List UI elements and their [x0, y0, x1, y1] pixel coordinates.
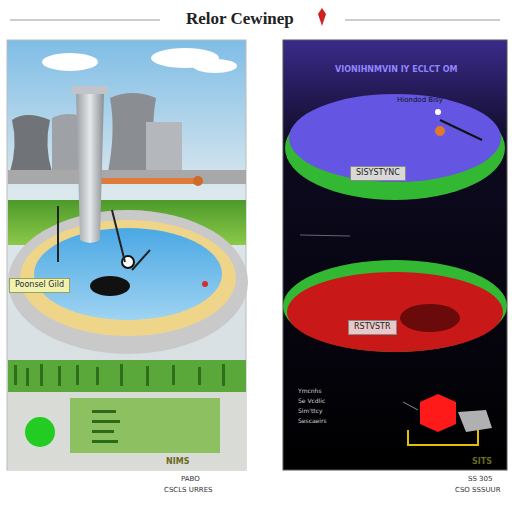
text-label: VIONIHNMVIN IY ECLCT OM: [335, 66, 458, 75]
box-text: SISYSTYNC: [356, 169, 400, 178]
text-label: CSCLS URRES: [164, 487, 213, 495]
text-label: Hiondod Bisy: [397, 97, 443, 105]
diagram-title: Relor Cewinep: [186, 10, 294, 29]
text-label: Se Vcdlic: [298, 398, 325, 405]
text-label: NIMS: [166, 458, 189, 467]
text-label: SITS: [472, 458, 492, 467]
text-label: SS 305: [468, 476, 492, 484]
label-box: Poonsel Gild: [9, 278, 70, 293]
box-text: Poonsel Gild: [15, 281, 64, 290]
label-box: SISYSTYNC: [350, 166, 406, 181]
text-label: Sim'ttcy: [298, 408, 323, 415]
box-text: RSTVSTR: [354, 323, 391, 332]
text-label: Ymcnhs: [298, 388, 322, 395]
text-label: Sescaeirs: [298, 418, 327, 425]
text-label: CSO SSSUUR: [455, 487, 501, 495]
label-box: RSTVSTR: [348, 320, 397, 335]
text-label: PABO: [181, 476, 200, 484]
